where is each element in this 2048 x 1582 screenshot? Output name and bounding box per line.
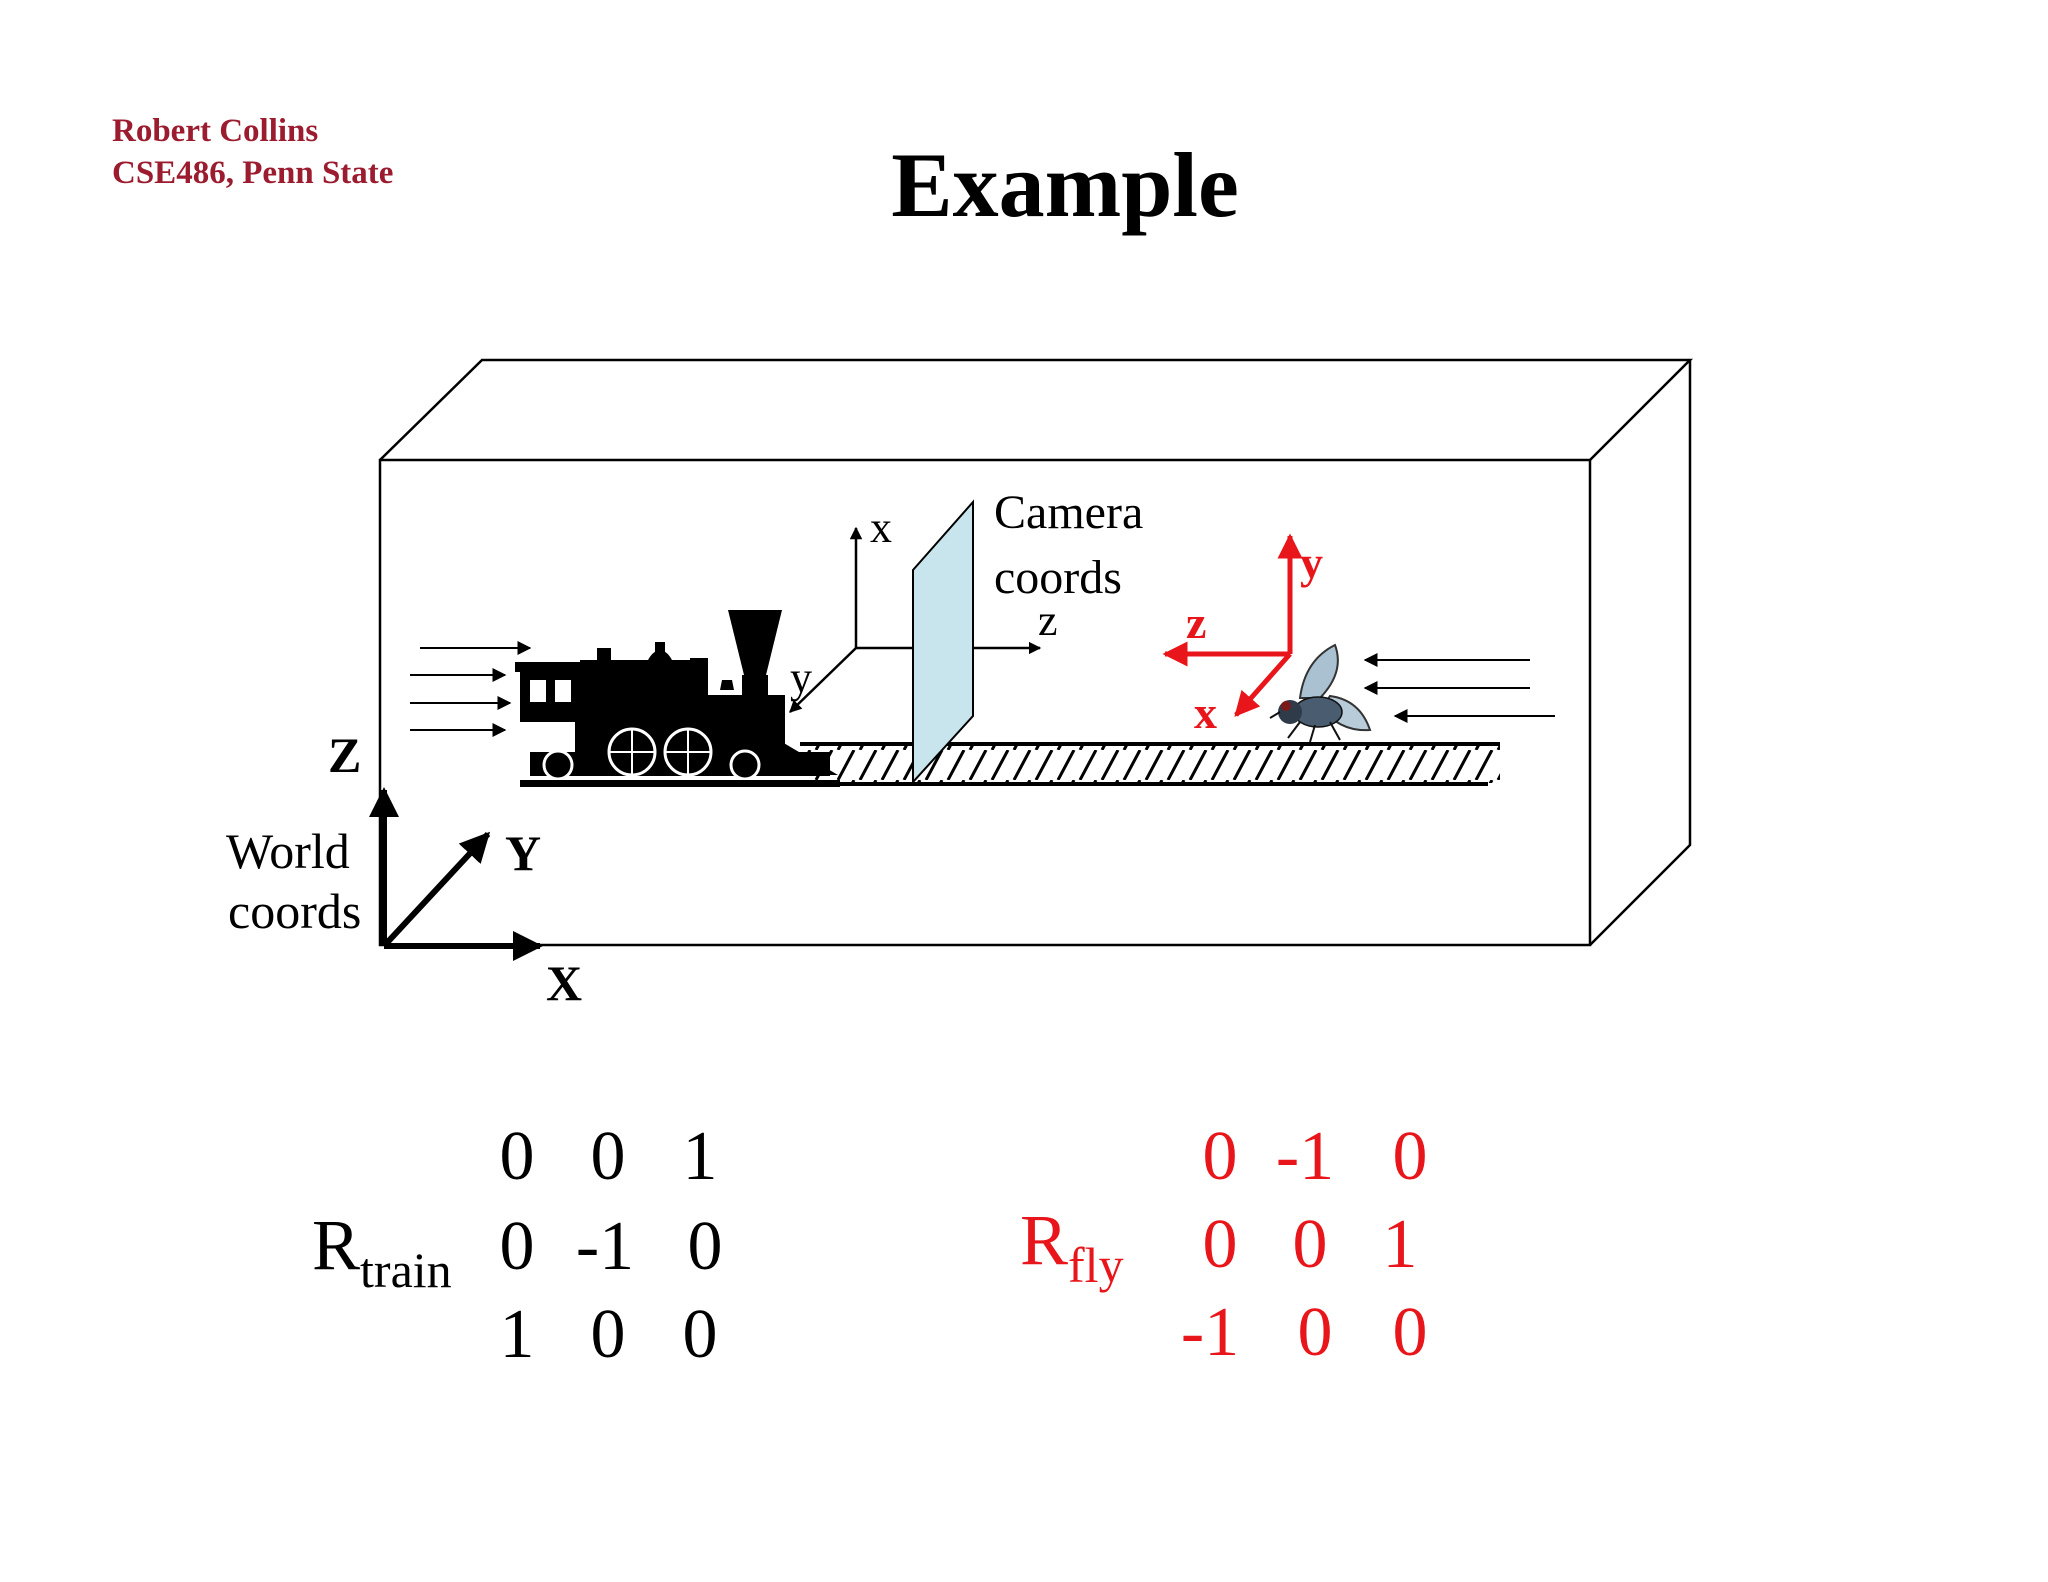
rfly-cell: -1: [1180, 1294, 1240, 1371]
wind-arrows-left: [410, 641, 532, 737]
rfly-cell: 0: [1202, 1206, 1238, 1283]
world-axis-x-label: X: [546, 955, 582, 1011]
rtrain-cell: 0: [499, 1208, 535, 1285]
room-box: [378, 358, 1694, 947]
fly-axis-z-label: z: [1186, 597, 1206, 648]
fly-axis-x-label: x: [1194, 687, 1217, 738]
rfly-cell: 0: [1292, 1206, 1328, 1283]
camera-label-line2: coords: [994, 551, 1122, 604]
fly-axes: [1162, 533, 1303, 717]
world-axes: [369, 787, 543, 961]
world-label-line2: coords: [228, 883, 361, 939]
rtrain-cell: -1: [575, 1208, 635, 1285]
rtrain-cell: 1: [682, 1118, 718, 1195]
rtrain-cell: 0: [682, 1296, 718, 1373]
rfly-cell: 0: [1202, 1118, 1238, 1195]
wind-arrows-right: [1363, 653, 1555, 723]
rtrain-cell: 1: [499, 1296, 535, 1373]
author-name: Robert Collins: [112, 113, 319, 149]
rtrain-cell: 0: [499, 1118, 535, 1195]
fly-icon: [1269, 643, 1372, 743]
rfly-cell: 0: [1392, 1118, 1428, 1195]
world-axis-z-label: Z: [328, 727, 361, 783]
camera-axis-z-label: z: [1038, 596, 1058, 645]
world-label-line1: World: [226, 823, 350, 879]
course-name: CSE486, Penn State: [112, 155, 394, 191]
rfly-cell: -1: [1275, 1118, 1335, 1195]
rtrain-label: Rtrain: [312, 1205, 452, 1298]
camera-axis-y-label: y: [790, 653, 812, 702]
rtrain-cell: 0: [590, 1296, 626, 1373]
fly-axis-y-label: y: [1300, 537, 1323, 588]
rfly-cell: 0: [1392, 1294, 1428, 1371]
world-axis-y-label: Y: [505, 825, 541, 881]
rfly-cell: 1: [1382, 1206, 1418, 1283]
rfly-label: Rfly: [1020, 1200, 1124, 1293]
camera-plane-icon: [912, 499, 974, 785]
coordinate-frames-diagram: x y z Camera coords y z x Z Y X World co…: [226, 358, 1694, 1011]
camera-label-line1: Camera: [994, 486, 1143, 539]
slide-title: Example: [891, 134, 1239, 236]
rtrain-cell: 0: [687, 1208, 723, 1285]
rtrain-cell: 0: [590, 1118, 626, 1195]
camera-axis-x-label: x: [870, 503, 892, 552]
train-icon: [515, 610, 840, 787]
rfly-cell: 0: [1297, 1294, 1333, 1371]
